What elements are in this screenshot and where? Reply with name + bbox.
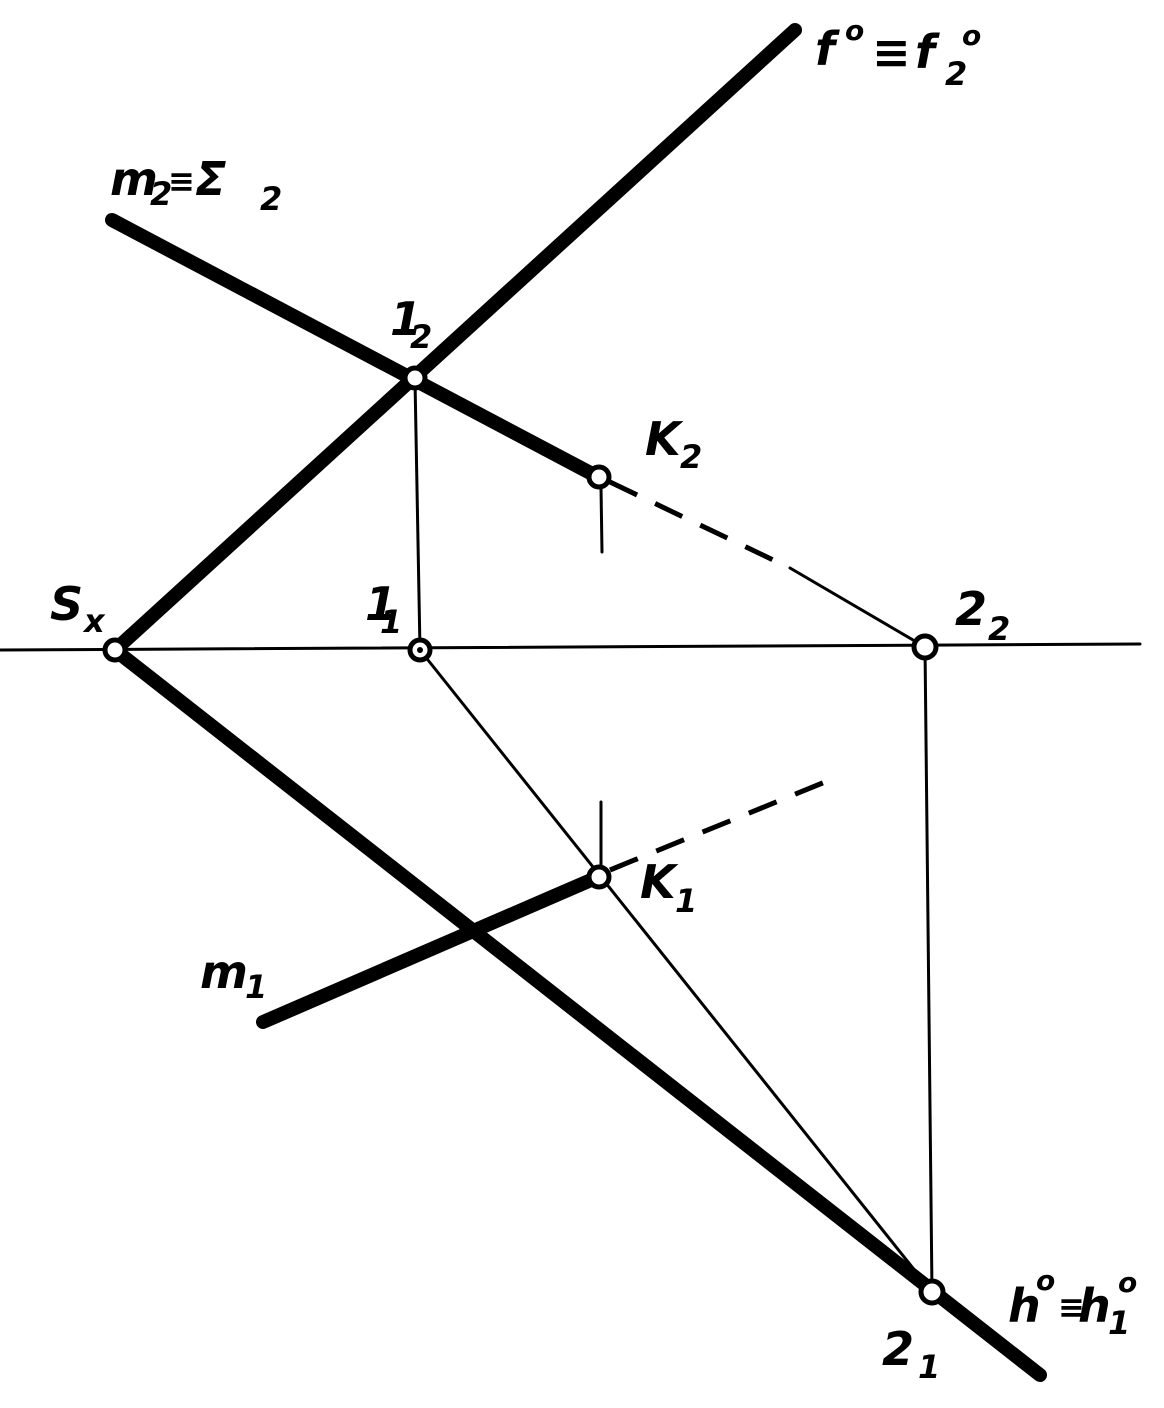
x-axis-line [0,642,1142,652]
svg-text:x: x [82,602,106,640]
svg-text:1: 1 [390,292,422,346]
m2-dashed-extension [608,479,792,571]
label-k2: K 2 [645,412,702,476]
svg-text:1: 1 [675,882,697,920]
h-trace-line [108,643,1047,1382]
label-12: 1 2 [390,292,432,356]
svg-text:2: 2 [945,55,967,93]
svg-text:≡: ≡ [168,162,195,200]
label-f-f2: f o ≡ f 2 o [815,14,981,93]
svg-text:m: m [200,945,248,999]
point-12 [402,365,428,391]
svg-text:o: o [1118,1266,1137,1299]
svg-text:2: 2 [680,438,702,476]
svg-text:m: m [110,152,158,206]
svg-text:Σ: Σ [195,152,226,206]
svg-text:≡: ≡ [1058,1288,1085,1326]
svg-text:h: h [1078,1279,1111,1333]
m1-dashed-extension [609,779,826,873]
svg-text:2: 2 [882,1322,914,1376]
svg-text:1: 1 [380,603,402,641]
svg-text:S: S [50,577,83,631]
f-trace-line [108,23,802,657]
label-21: 2 1 [882,1322,940,1386]
svg-text:2: 2 [410,318,432,356]
svg-text:≡: ≡ [872,25,911,79]
svg-text:f: f [915,25,940,79]
svg-text:K: K [640,855,679,909]
label-m2-sigma2: m 2 ≡ Σ 2 [110,152,282,218]
point-21 [918,1278,946,1306]
svg-text:2: 2 [955,582,987,636]
svg-text:K: K [645,412,684,466]
svg-text:f: f [815,22,840,76]
point-k1 [586,864,612,890]
line-11-21 [418,648,934,1294]
svg-text:o: o [962,19,981,52]
label-m1: m 1 [200,945,267,1006]
label-k1: K 1 [640,855,697,920]
m1-line [256,870,605,1029]
svg-text:2: 2 [150,175,172,213]
line-22-21 [923,645,934,1294]
svg-text:2: 2 [260,180,282,218]
line-k2-22 [788,566,927,649]
svg-text:1: 1 [1108,1304,1130,1342]
label-11: 1 1 [365,577,402,641]
m2-line [105,213,605,484]
label-22: 2 2 [955,582,1010,648]
svg-text:h: h [1008,1279,1041,1333]
point-sx [102,637,128,663]
point-11-center [417,647,423,653]
label-sx: S x [50,577,106,640]
line-12-11 [413,378,422,652]
point-22 [911,633,939,661]
svg-text:1: 1 [245,968,267,1006]
svg-text:o: o [1036,1264,1055,1297]
point-k2 [586,464,612,490]
svg-text:2: 2 [988,610,1010,648]
svg-text:1: 1 [365,577,397,631]
svg-text:1: 1 [918,1348,940,1386]
svg-text:o: o [845,14,864,47]
label-h-h1: h o ≡ h 1 o [1008,1264,1137,1342]
k2-tick [599,485,604,554]
